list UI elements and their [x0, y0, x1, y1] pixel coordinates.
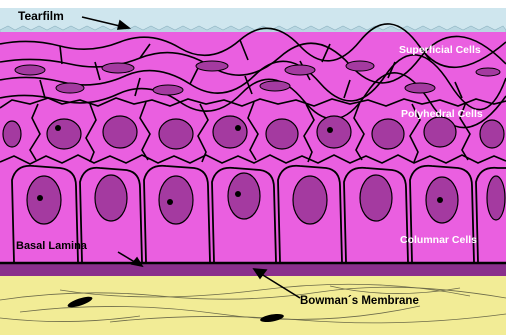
label-superficial-cells: Superficial Cells: [399, 44, 481, 56]
columnar-nucleus: [228, 173, 260, 219]
polyhedral-nucleus: [317, 116, 351, 148]
superficial-nucleus: [285, 65, 315, 75]
superficial-nucleus: [196, 61, 228, 71]
superficial-nucleus: [405, 83, 435, 93]
label-basal-lamina: Basal Lamina: [16, 240, 88, 252]
nucleolus-dot: [437, 197, 443, 203]
columnar-nucleus: [487, 176, 505, 220]
columnar-nucleus: [95, 175, 127, 221]
label-polyhedral-cells: Polyhedral Cells: [401, 108, 483, 120]
label-bowmans-membrane: Bowman´s Membrane: [300, 295, 419, 307]
polyhedral-nucleus: [372, 119, 404, 149]
superficial-nucleus: [56, 83, 84, 93]
polyhedral-nucleus: [159, 119, 193, 149]
polyhedral-nucleus: [480, 120, 504, 148]
label-columnar-cells: Columnar Cells: [400, 234, 477, 246]
nucleolus-dot: [235, 125, 241, 131]
nucleolus-dot: [37, 195, 43, 201]
superficial-nucleus: [476, 68, 500, 76]
polyhedral-nucleus: [424, 117, 456, 147]
superficial-nucleus: [15, 65, 45, 75]
polyhedral-nucleus: [266, 119, 298, 149]
nucleolus-dot: [327, 127, 333, 133]
polyhedral-nucleus: [103, 116, 137, 148]
superficial-nucleus: [260, 81, 290, 91]
label-tearfilm: Tearfilm: [18, 9, 64, 23]
nucleolus-dot: [235, 191, 241, 197]
superficial-nucleus: [346, 61, 374, 71]
polyhedral-nucleus: [3, 121, 21, 147]
columnar-nucleus: [27, 176, 61, 224]
nucleolus-dot: [55, 125, 61, 131]
nucleolus-dot: [167, 199, 173, 205]
columnar-nucleus: [360, 175, 392, 221]
superficial-nucleus: [153, 85, 183, 95]
columnar-nucleus: [293, 176, 327, 224]
polyhedral-nucleus: [213, 116, 247, 148]
polyhedral-nucleus: [47, 119, 81, 149]
superficial-nucleus: [102, 63, 134, 73]
columnar-nucleus: [159, 176, 193, 224]
